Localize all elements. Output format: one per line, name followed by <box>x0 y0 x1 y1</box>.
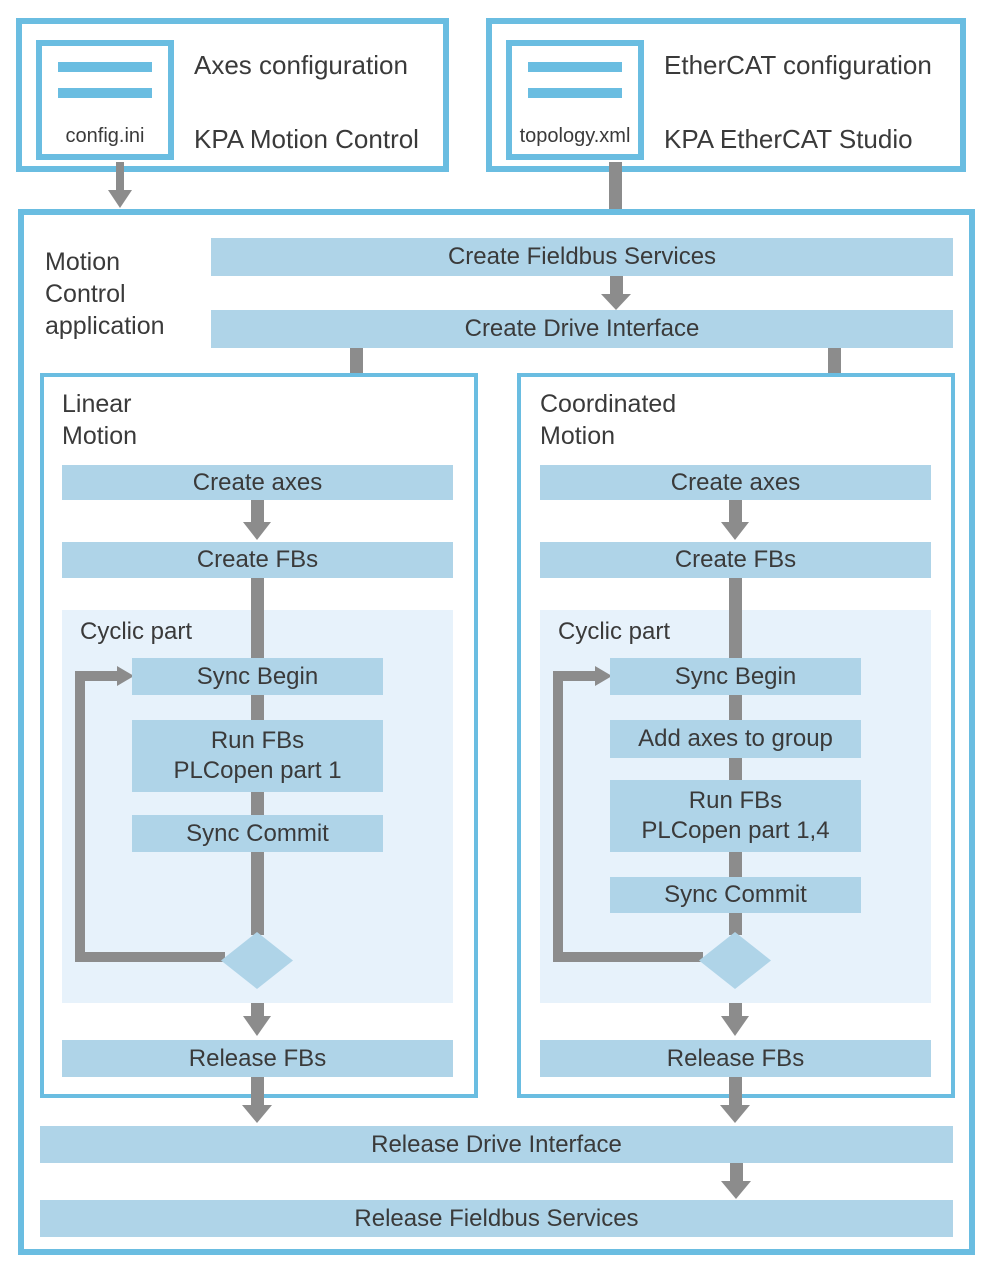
coordinated-motion-title: Coordinated Motion <box>540 390 677 450</box>
axes-config-title: Axes configuration <box>194 50 408 80</box>
config-file-icon: config.ini <box>36 40 174 160</box>
file-text-line-icon <box>58 62 152 72</box>
create-axes-step: Create axes <box>62 465 453 500</box>
loop-back-line <box>75 952 225 962</box>
run-fbs-step: Run FBs PLCopen part 1,4 <box>610 780 861 852</box>
arrow-axes-to-fbs <box>251 500 264 522</box>
release-fbs-step: Release FBs <box>62 1040 453 1077</box>
sync-commit-step: Sync Commit <box>132 815 383 852</box>
linear-motion-title: Linear Motion <box>62 390 138 450</box>
create-fbs-step: Create FBs <box>540 542 931 578</box>
release-fieldbus-services-step: Release Fieldbus Services <box>40 1200 953 1237</box>
run-fbs-step: Run FBs PLCopen part 1 <box>132 720 383 792</box>
arrow-right-icon <box>117 666 134 686</box>
arrow-release-to-drive <box>251 1077 264 1105</box>
sync-commit-step: Sync Commit <box>610 877 861 913</box>
ethercat-config-tool: KPA EtherCAT Studio <box>664 124 913 154</box>
loop-back-line <box>553 671 595 681</box>
loop-back-line <box>75 671 85 962</box>
arrow-down-icon <box>721 1016 749 1036</box>
arrow-down-icon <box>243 1016 271 1036</box>
arrow-topology-to-fieldbus <box>609 162 622 214</box>
file-text-line-icon <box>528 88 622 98</box>
arrow-down-icon <box>108 190 132 208</box>
arrow-fieldbus-to-drive <box>610 276 623 294</box>
arrow-down-icon <box>721 1181 751 1199</box>
create-axes-step: Create axes <box>540 465 931 500</box>
create-fieldbus-services-step: Create Fieldbus Services <box>211 238 953 276</box>
arrow-axes-to-fbs <box>729 500 742 522</box>
file-text-line-icon <box>528 62 622 72</box>
axes-config-tool: KPA Motion Control <box>194 124 419 154</box>
arrow-down-icon <box>720 1105 750 1123</box>
application-label: Motion Control application <box>45 248 165 340</box>
arrow-down-icon <box>243 522 271 540</box>
topology-file-name: topology.xml <box>519 125 631 147</box>
loop-back-line <box>75 671 117 681</box>
create-drive-interface-step: Create Drive Interface <box>211 310 953 348</box>
ethercat-config-box: topology.xml EtherCAT configuration KPA … <box>486 18 966 172</box>
create-fbs-step: Create FBs <box>62 542 453 578</box>
ethercat-config-title: EtherCAT configuration <box>664 50 932 80</box>
arrow-down-icon <box>242 1105 272 1123</box>
axes-config-box: config.ini Axes configuration KPA Motion… <box>16 18 449 172</box>
cyclic-part-label: Cyclic part <box>558 618 671 645</box>
sync-begin-step: Sync Begin <box>132 658 383 695</box>
file-text-line-icon <box>58 88 152 98</box>
arrow-config-to-app <box>116 162 124 190</box>
topology-file-icon: topology.xml <box>506 40 644 160</box>
arrow-right-icon <box>595 666 612 686</box>
arrow-down-icon <box>601 294 631 310</box>
release-fbs-step: Release FBs <box>540 1040 931 1077</box>
arrow-release-to-drive <box>729 1077 742 1105</box>
release-drive-interface-step: Release Drive Interface <box>40 1126 953 1163</box>
loop-back-line <box>553 952 703 962</box>
arrow-drive-to-fieldbus-release <box>730 1163 743 1181</box>
config-file-name: config.ini <box>65 125 145 147</box>
sync-begin-step: Sync Begin <box>610 658 861 695</box>
arrow-down-icon <box>721 522 749 540</box>
add-axes-to-group-step: Add axes to group <box>610 720 861 758</box>
cyclic-part-label: Cyclic part <box>80 618 193 645</box>
loop-back-line <box>553 671 563 962</box>
